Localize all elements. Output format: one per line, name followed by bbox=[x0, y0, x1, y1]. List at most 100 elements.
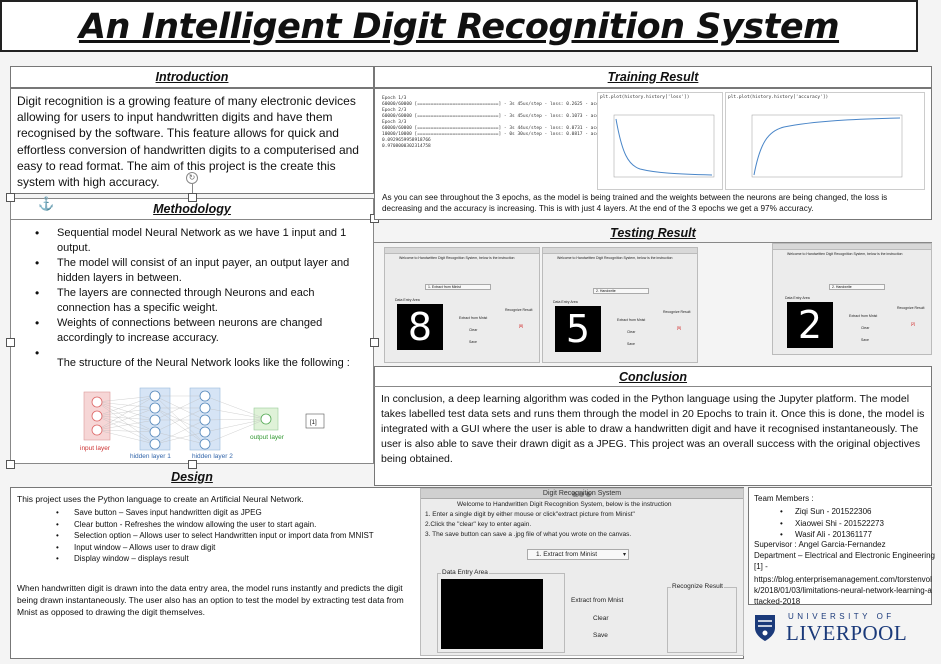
test-window-1: Welcome to Handwritten Digit Recognition… bbox=[384, 247, 540, 363]
conclusion-divider bbox=[374, 386, 932, 387]
test-window-2: Welcome to Handwritten Digit Recognition… bbox=[542, 247, 698, 363]
accuracy-plot-screenshot: plt.plot(history.history['accuracy']) bbox=[725, 92, 925, 190]
data-entry-canvas[interactable] bbox=[441, 579, 543, 649]
neural-network-diagram: input layer hidden layer 1 hidden layer … bbox=[80, 387, 325, 460]
output-value-box bbox=[305, 413, 325, 429]
university-logo: UNIVERSITY OF LIVERPOOL bbox=[754, 612, 914, 652]
test-window-select-value: 2. Handwrite bbox=[832, 285, 852, 289]
hidden-neuron bbox=[149, 414, 161, 426]
save-button[interactable]: Save bbox=[627, 342, 635, 346]
window-controls bbox=[421, 491, 743, 501]
design-list: Save button – Saves input handwritten di… bbox=[56, 507, 374, 565]
training-caption: As you can see throughout the 3 epochs, … bbox=[382, 193, 888, 213]
gui-select[interactable]: 1. Extract from Minist ▾ bbox=[527, 549, 629, 560]
test-window-select[interactable]: 2. Handwrite bbox=[829, 284, 885, 290]
clear-button[interactable]: Clear bbox=[469, 328, 478, 332]
design-bullet: Input window – Allows user to draw digit bbox=[56, 542, 374, 554]
hidden-neuron bbox=[199, 438, 211, 450]
hidden-neuron bbox=[149, 390, 161, 402]
gui-step-3: 3. The save button can save a .jpg file … bbox=[425, 531, 632, 538]
chevron-down-icon: ▾ bbox=[622, 552, 626, 558]
rotate-handle-line bbox=[192, 184, 193, 198]
extract-button[interactable]: Extract from Mnist bbox=[459, 316, 488, 320]
test-window-3: Welcome to Handwritten Digit Recognition… bbox=[772, 243, 932, 355]
output-neuron bbox=[260, 413, 272, 425]
testing-heading: Testing Result bbox=[610, 226, 696, 240]
gui-select-value: 1. Extract from Minist bbox=[536, 551, 598, 558]
reference-mark: [1] - bbox=[754, 562, 768, 571]
methodology-list: Sequential model Neural Network as we ha… bbox=[35, 226, 365, 361]
team-heading: Team Members : bbox=[754, 494, 814, 503]
hidden-neuron bbox=[149, 402, 161, 414]
structure-text: The structure of the Neural Network look… bbox=[57, 357, 350, 369]
test-digit-canvas[interactable]: 5 bbox=[555, 306, 601, 352]
design-intro: This project uses the Python language to… bbox=[17, 494, 304, 504]
resize-handle[interactable] bbox=[6, 338, 15, 347]
introduction-header-box bbox=[10, 66, 374, 88]
recognize-result-label: Recognize Result bbox=[671, 583, 724, 591]
methodology-heading: Methodology bbox=[153, 202, 231, 216]
department: Department – Electrical and Electronic E… bbox=[754, 551, 935, 560]
resize-handle[interactable] bbox=[6, 460, 15, 469]
input-neuron bbox=[91, 410, 103, 422]
hidden-neuron bbox=[199, 426, 211, 438]
output-layer-label: output layer bbox=[250, 434, 285, 441]
team-list: Ziqi Sun - 201522306 Xiaowei Shi - 20152… bbox=[780, 506, 884, 541]
test-window-titlebar bbox=[773, 244, 931, 250]
test-window-titlebar bbox=[385, 248, 539, 254]
design-gui-window: Digit Recognition System Welcome to Hand… bbox=[420, 488, 744, 656]
resize-handle[interactable] bbox=[6, 193, 15, 202]
extract-button[interactable]: Extract from Mnist bbox=[849, 314, 878, 318]
design-bullet: Selection option – Allows user to select… bbox=[56, 530, 374, 542]
reference-url[interactable]: https://blog.enterprisemanagement.com/to… bbox=[754, 575, 932, 606]
data-entry-frame bbox=[437, 573, 565, 653]
clear-button[interactable]: Clear bbox=[627, 330, 636, 334]
save-button[interactable]: Save bbox=[861, 338, 869, 342]
introduction-text: Digit recognition is a growing feature o… bbox=[17, 94, 359, 190]
introduction-heading: Introduction bbox=[155, 70, 229, 84]
rotate-handle-icon[interactable]: ↻ bbox=[186, 172, 198, 184]
save-button[interactable]: Save bbox=[593, 632, 608, 639]
resize-handle[interactable] bbox=[370, 338, 379, 347]
test-digit-canvas[interactable]: 8 bbox=[397, 304, 443, 350]
resize-handle[interactable] bbox=[188, 193, 197, 202]
resize-handle[interactable] bbox=[188, 460, 197, 469]
hidden-neuron bbox=[199, 414, 211, 426]
recognize-result-label: Recognize Result bbox=[505, 308, 533, 312]
gui-welcome: Welcome to Handwritten Digit Recognition… bbox=[457, 501, 672, 508]
training-heading: Training Result bbox=[607, 70, 699, 84]
team-member: Xiaowei Shi - 201522273 bbox=[780, 518, 884, 530]
test-window-select-value: 1. Extract from Minist bbox=[428, 285, 461, 289]
recognize-result-label: Recognize Result bbox=[897, 306, 925, 310]
clear-button[interactable]: Clear bbox=[593, 615, 609, 622]
hidden-layer-1-label: hidden layer 1 bbox=[130, 453, 171, 460]
anchor-icon: ⚓ bbox=[38, 196, 55, 211]
gui-step-1: 1. Enter a single digit by either mouse … bbox=[425, 511, 635, 518]
test-digit-canvas[interactable]: 2 bbox=[787, 302, 833, 348]
design-gui-titlebar: Digit Recognition System bbox=[421, 489, 743, 499]
extract-button[interactable]: Extract from Mnist bbox=[571, 597, 624, 604]
hidden-neuron bbox=[199, 402, 211, 414]
logo-line-1: UNIVERSITY OF bbox=[788, 612, 895, 621]
methodology-bullet: Sequential model Neural Network as we ha… bbox=[35, 226, 365, 255]
extract-button[interactable]: Extract from Mnist bbox=[617, 318, 646, 322]
data-entry-label: Data Entry Area bbox=[785, 296, 810, 300]
methodology-bullet bbox=[35, 346, 365, 361]
clear-button[interactable]: Clear bbox=[861, 326, 870, 330]
save-button[interactable]: Save bbox=[469, 340, 477, 344]
design-bullet: Clear button - Refreshes the window allo… bbox=[56, 519, 374, 531]
data-entry-label: Data Entry Area bbox=[441, 569, 489, 577]
gui-step-2: 2.Click the "clear" key to enter again. bbox=[425, 521, 532, 528]
conclusion-heading: Conclusion bbox=[618, 370, 688, 384]
conclusion-text: In conclusion, a deep learning algorithm… bbox=[381, 393, 925, 465]
loss-plot-screenshot: plt.plot(history.history['loss']) bbox=[597, 92, 723, 190]
test-window-select[interactable]: 1. Extract from Minist bbox=[425, 284, 491, 290]
test-window-select[interactable]: 2. Handwrite bbox=[593, 288, 649, 294]
recognize-result-frame bbox=[667, 587, 737, 653]
loss-curve bbox=[613, 114, 715, 178]
input-neuron bbox=[91, 424, 103, 436]
data-entry-label: Data Entry Area bbox=[553, 300, 578, 304]
training-console-screenshot: Epoch 1/3 60000/60000 [=================… bbox=[382, 92, 600, 190]
output-value: [1] bbox=[310, 420, 317, 426]
design-bullet: Save button – Saves input handwritten di… bbox=[56, 507, 374, 519]
